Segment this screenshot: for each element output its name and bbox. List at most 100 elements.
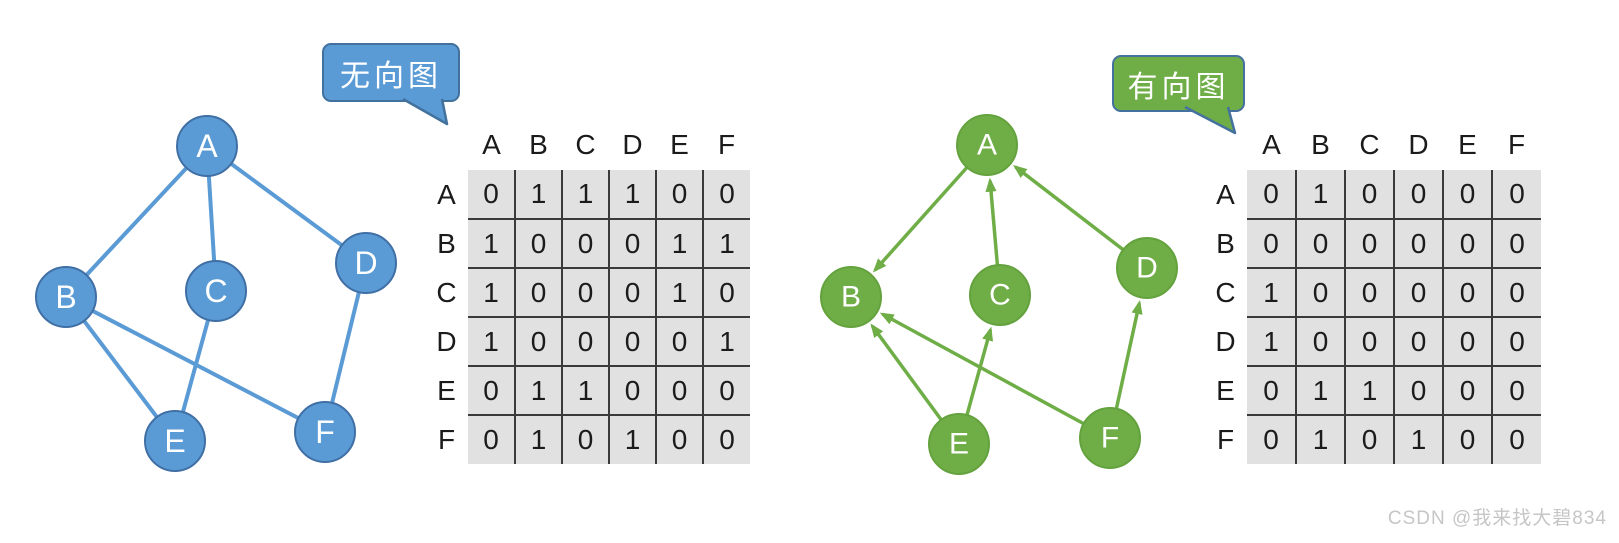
graph-node-label-F: F [1101, 422, 1119, 455]
matrix-cell-CB: 0 [1295, 267, 1346, 318]
graph-node-C [185, 260, 247, 322]
matrix-cell-AD: 0 [1393, 170, 1444, 220]
matrix-cell-DB: 0 [1295, 316, 1346, 367]
graph-node-label-B: B [841, 281, 861, 314]
matrix-cell-AF: 0 [702, 170, 750, 220]
matrix-cell-FE: 0 [655, 414, 704, 464]
matrix-cell-DA: 1 [468, 316, 516, 367]
matrix-cell-DE: 0 [1442, 316, 1493, 367]
matrix-cell-CD: 0 [608, 267, 657, 318]
matrix-cell-EC: 1 [561, 365, 610, 416]
matrix-cell-BF: 0 [1491, 218, 1541, 269]
matrix-cell-CE: 1 [655, 267, 704, 318]
matrix-cell-CB: 0 [514, 267, 563, 318]
matrix-row-header-A: A [437, 178, 456, 210]
graph-node-label-B: B [55, 279, 76, 315]
matrix-cell-FB: 1 [514, 414, 563, 464]
matrix-col-header-F: F [1507, 129, 1526, 160]
matrix-cell-EA: 0 [1247, 365, 1297, 416]
matrix-cell-AD: 1 [608, 170, 657, 220]
matrix-col-header-A: A [1262, 129, 1281, 160]
graph-edge-A-B [64, 144, 209, 299]
graph-node-B [35, 266, 97, 328]
matrix-row-header-B: B [437, 227, 456, 259]
directed-callout: 有向图 [1112, 55, 1245, 112]
graph-node-F [1079, 407, 1141, 469]
matrix-col-header-D: D [1408, 129, 1429, 160]
matrix-row-header-E: E [1216, 374, 1235, 406]
graph-node-E [928, 413, 990, 475]
matrix-cell-FA: 0 [1247, 414, 1297, 464]
matrix-cell-DC: 0 [561, 316, 610, 367]
matrix-cell-DA: 1 [1247, 316, 1297, 367]
graph-edge-A-D [205, 144, 368, 265]
matrix-cell-EF: 0 [702, 365, 750, 416]
matrix-cell-EB: 1 [514, 365, 563, 416]
graph-node-F [294, 401, 356, 463]
matrix-cell-DC: 0 [1344, 316, 1395, 367]
matrix-cell-BF: 1 [702, 218, 750, 269]
directed-callout-tail-icon [1184, 105, 1237, 135]
matrix-cell-FF: 0 [702, 414, 750, 464]
matrix-cell-DE: 0 [655, 316, 704, 367]
matrix-cell-EC: 1 [1344, 365, 1395, 416]
undirected-callout-label: 无向图 [340, 59, 442, 93]
matrix-cell-AF: 0 [1491, 170, 1541, 220]
matrix-cell-DF: 0 [1491, 316, 1541, 367]
matrix-cell-EE: 0 [1442, 365, 1493, 416]
matrix-cell-BB: 0 [514, 218, 563, 269]
graph-node-label-D: D [1136, 252, 1158, 285]
matrix-col-header-A: A [482, 129, 501, 160]
matrix-cell-AC: 1 [561, 170, 610, 220]
matrix-cell-EA: 0 [468, 365, 516, 416]
matrix-row-header-A: A [1216, 178, 1235, 210]
graph-node-label-A: A [196, 128, 218, 164]
directed-callout-label: 有向图 [1127, 70, 1230, 104]
matrix-col-header-F: F [717, 129, 736, 160]
matrix-row-header-F: F [1216, 423, 1235, 455]
matrix-cell-BD: 0 [608, 218, 657, 269]
graph-node-label-E: E [164, 423, 185, 459]
matrix-cell-BE: 1 [655, 218, 704, 269]
matrix-row-header-E: E [437, 374, 456, 406]
matrix-cell-BC: 0 [561, 218, 610, 269]
matrix-row-header-F: F [437, 423, 456, 455]
matrix-cell-CC: 0 [1344, 267, 1395, 318]
matrix-cell-DB: 0 [514, 316, 563, 367]
graph-node-D [335, 232, 397, 294]
matrix-cell-BE: 0 [1442, 218, 1493, 269]
graph-edge-F-B [879, 312, 1112, 440]
matrix-row-header-D: D [436, 325, 457, 357]
matrix-cell-CF: 0 [1491, 267, 1541, 318]
matrix-cell-DF: 1 [702, 316, 750, 367]
matrix-col-header-C: C [575, 129, 596, 160]
graph-node-D [1116, 237, 1178, 299]
matrix-cell-CA: 1 [1247, 267, 1297, 318]
matrix-cell-FC: 0 [1344, 414, 1395, 464]
matrix-col-header-B: B [1311, 129, 1330, 160]
matrix-cell-BC: 0 [1344, 218, 1395, 269]
matrix-cell-FC: 0 [561, 414, 610, 464]
graph-node-label-A: A [977, 129, 997, 162]
graph-node-C [969, 264, 1031, 326]
graph-node-A [176, 115, 238, 177]
matrix-cell-BB: 0 [1295, 218, 1346, 269]
matrix-col-header-E: E [670, 129, 689, 160]
matrix-col-header-D: D [622, 129, 643, 160]
matrix-col-header-C: C [1359, 129, 1380, 160]
matrix-col-header-B: B [529, 129, 548, 160]
matrix-cell-AA: 0 [468, 170, 516, 220]
